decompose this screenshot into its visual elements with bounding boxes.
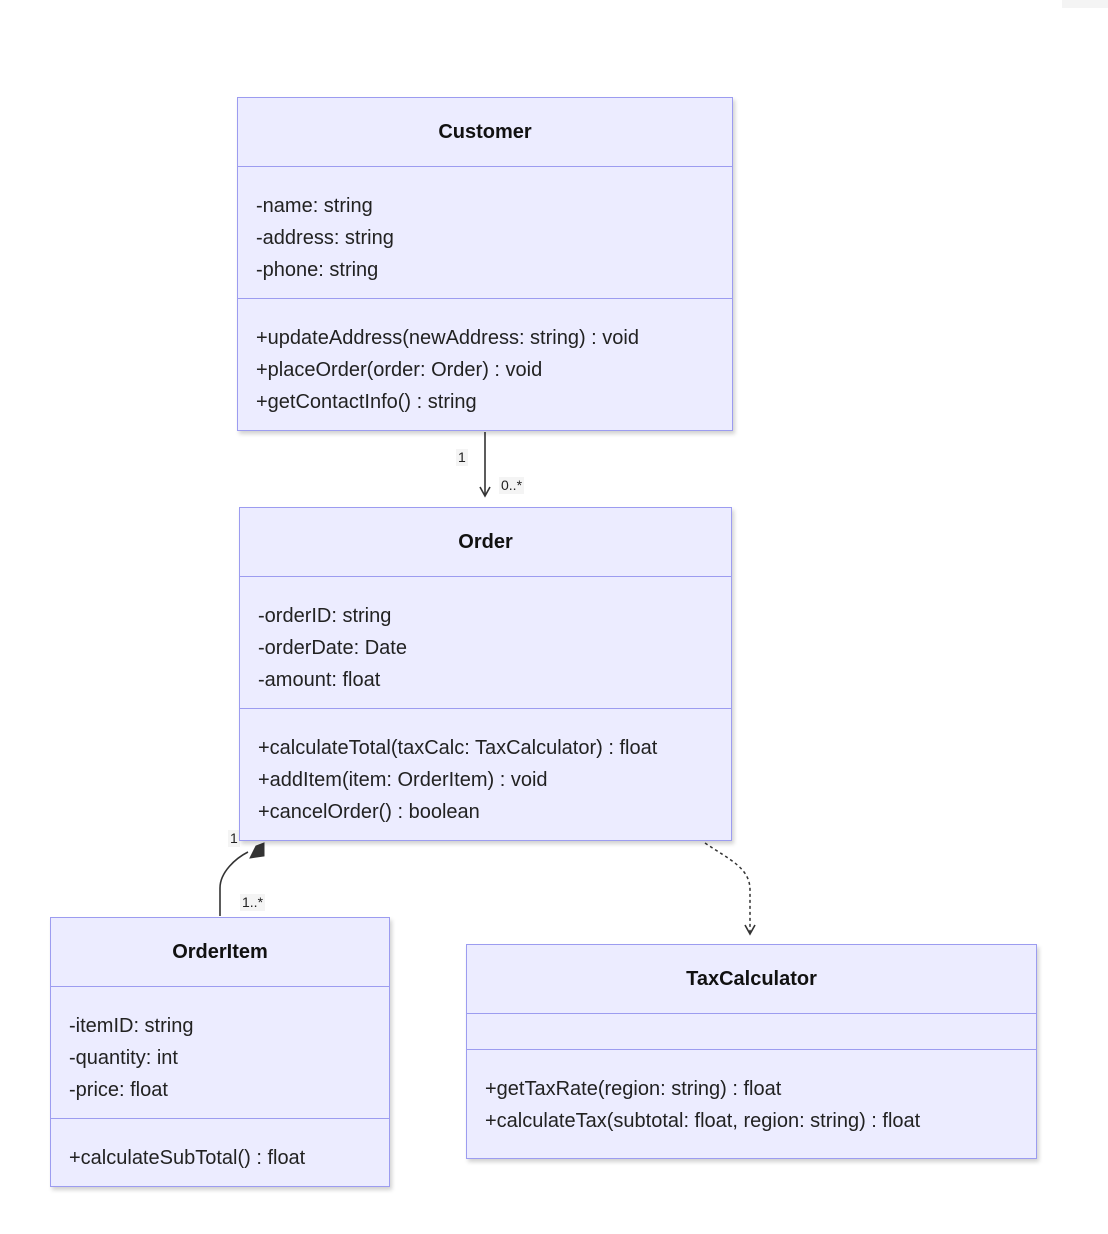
class-customer[interactable]: Customer -name: string -address: string … <box>237 97 733 431</box>
customer-order-target-multiplicity: 0..* <box>499 477 525 494</box>
class-orderitem[interactable]: OrderItem -itemID: string -quantity: int… <box>50 917 390 1187</box>
attribute: -orderID: string <box>258 605 392 627</box>
methods-section: +calculateSubTotal() : float <box>51 1118 389 1185</box>
attribute: -phone: string <box>256 259 379 281</box>
attributes-section: -name: string -address: string -phone: s… <box>238 166 732 299</box>
method: +getContactInfo() : string <box>256 391 477 413</box>
class-title: OrderItem <box>172 940 268 963</box>
attribute: -address: string <box>256 227 394 249</box>
class-title: Order <box>458 530 513 553</box>
class-title: TaxCalculator <box>686 967 817 990</box>
method: +addItem(item: OrderItem) : void <box>258 769 548 791</box>
attribute: -name: string <box>256 195 373 217</box>
class-title: Customer <box>438 120 532 143</box>
attributes-section: -itemID: string -quantity: int -price: f… <box>51 986 389 1119</box>
attribute: -amount: float <box>258 669 381 691</box>
method: +calculateSubTotal() : float <box>69 1147 306 1169</box>
method: +calculateTax(subtotal: float, region: s… <box>485 1110 921 1132</box>
attribute: -orderDate: Date <box>258 637 407 659</box>
corner-mark <box>1062 0 1108 8</box>
method: +updateAddress(newAddress: string) : voi… <box>256 327 639 349</box>
order-orderitem-source-multiplicity: 1 <box>228 830 240 847</box>
methods-section: +getTaxRate(region: string) : float +cal… <box>467 1049 1036 1157</box>
method: +placeOrder(order: Order) : void <box>256 359 543 381</box>
attribute: -itemID: string <box>69 1015 194 1037</box>
attribute: -price: float <box>69 1079 168 1101</box>
methods-section: +calculateTotal(taxCalc: TaxCalculator) … <box>240 708 731 839</box>
attribute: -quantity: int <box>69 1047 178 1069</box>
attributes-section: -orderID: string -orderDate: Date -amoun… <box>240 576 731 709</box>
composition-diamond <box>249 842 265 859</box>
class-taxcalculator[interactable]: TaxCalculator +getTaxRate(region: string… <box>466 944 1037 1159</box>
method: +getTaxRate(region: string) : float <box>485 1078 782 1100</box>
method: +cancelOrder() : boolean <box>258 801 480 823</box>
class-order[interactable]: Order -orderID: string -orderDate: Date … <box>239 507 732 841</box>
order-orderitem-target-multiplicity: 1..* <box>240 894 266 911</box>
method: +calculateTotal(taxCalc: TaxCalculator) … <box>258 737 658 759</box>
composition-order-orderitem <box>219 851 249 916</box>
methods-section: +updateAddress(newAddress: string) : voi… <box>238 298 732 429</box>
dependency-order-taxcalculator <box>704 842 756 936</box>
customer-order-source-multiplicity: 1 <box>456 449 468 466</box>
attributes-section <box>467 1013 1036 1050</box>
